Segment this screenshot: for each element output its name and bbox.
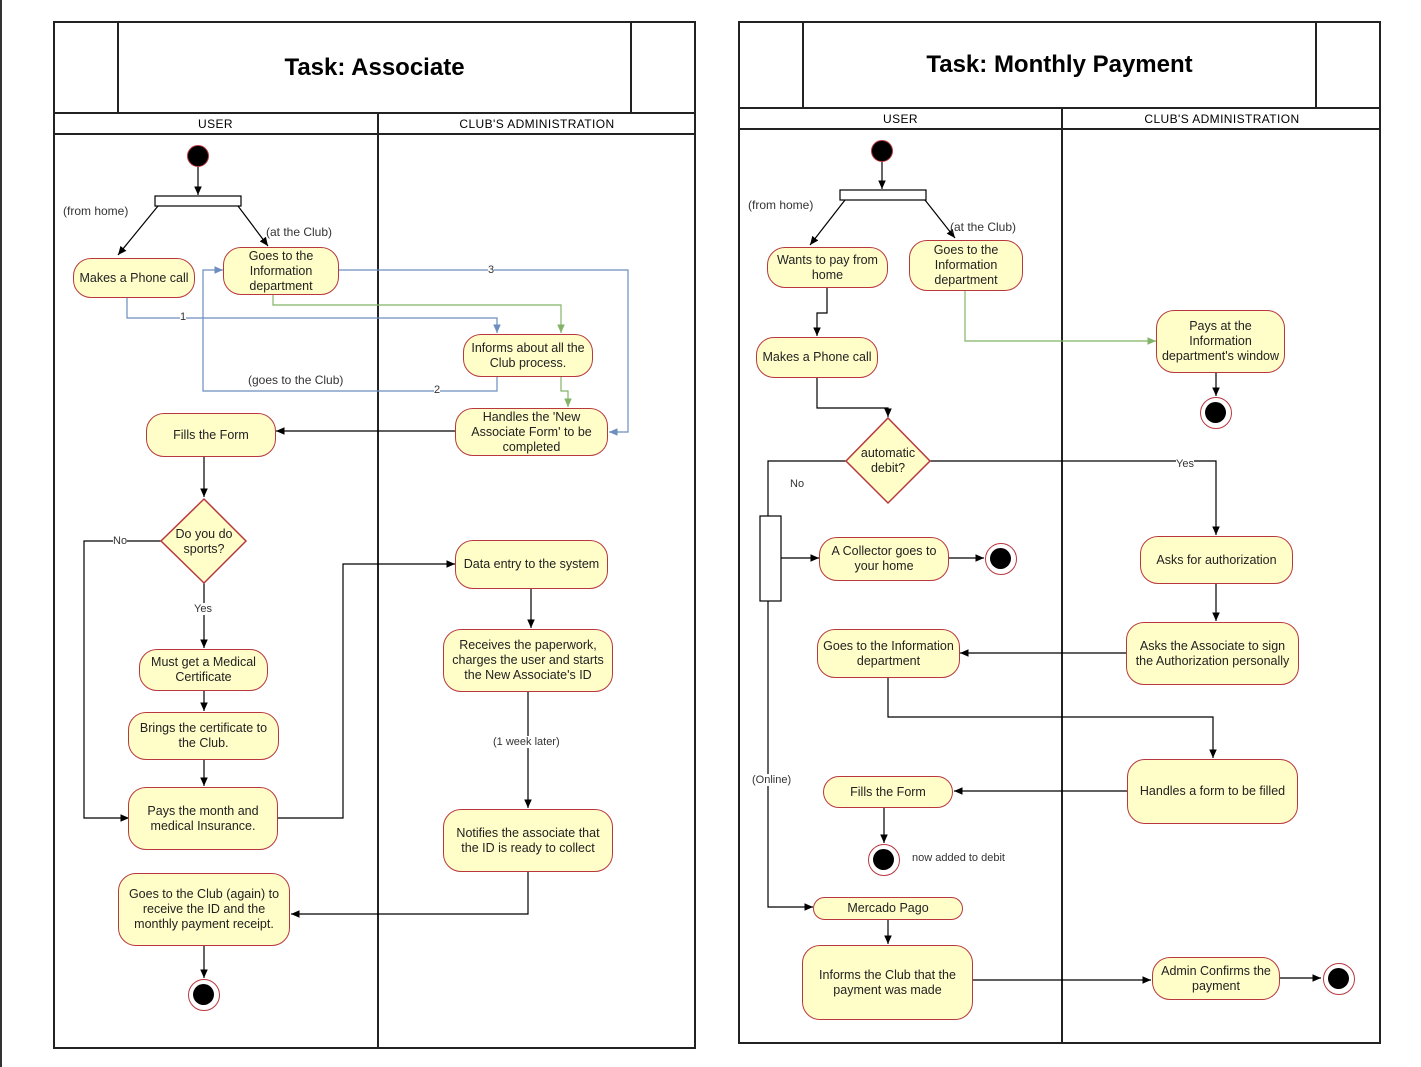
flow-decision-yes	[930, 460, 1220, 535]
flow-notifies-to-goes	[291, 872, 529, 918]
label-no: No	[113, 535, 128, 547]
flow-fork-to-info	[924, 199, 956, 239]
label-step-1: 1	[180, 311, 187, 323]
lane-admin-label: CLUB'S ADMINISTRATION	[1144, 112, 1300, 126]
flow-fork-to-info	[237, 205, 269, 247]
flow-info-to-informs-green	[272, 294, 565, 333]
activity-medical-certificate: Must get a Medical Certificate	[139, 649, 268, 691]
label-yes: Yes	[1176, 458, 1194, 470]
outer-frame	[53, 21, 696, 1049]
activity-pays-window: Pays at the Information department's win…	[1156, 310, 1285, 373]
flow-info-to-handles-3	[338, 269, 629, 436]
decision-diamond	[159, 497, 248, 585]
flow-phone-to-decision	[816, 378, 892, 417]
activity-info-department: Goes to the Information department	[909, 240, 1023, 291]
diagram-title: Task: Monthly Payment	[926, 51, 1193, 78]
activity-receives-paperwork: Receives the paperwork, charges the user…	[443, 629, 613, 692]
branch-bar	[759, 515, 782, 602]
activity-admin-confirms: Admin Confirms the payment	[1152, 957, 1280, 1000]
flow-fork-to-payhome	[809, 199, 846, 246]
page-left-border	[0, 0, 2, 1067]
flow-payhome-to-phone	[813, 288, 828, 336]
flow-info-to-window-green	[964, 290, 1156, 345]
activity-brings-certificate: Brings the certificate to the Club.	[128, 712, 279, 760]
flow-fork-to-phone	[117, 205, 159, 256]
activity-info-department: Goes to the Information department	[223, 247, 339, 295]
activity-goes-club-again: Goes to the Club (again) to receive the …	[118, 873, 290, 946]
flow-decision-no	[767, 460, 846, 911]
activity-notifies-id: Notifies the associate that the ID is re…	[443, 809, 613, 872]
label-yes: Yes	[194, 603, 212, 615]
activity-pays-month: Pays the month and medical Insurance.	[128, 787, 278, 850]
flow-informs-to-handles-green	[560, 376, 572, 407]
label-goes-club: (goes to the Club)	[248, 373, 344, 387]
end-node	[985, 543, 1017, 575]
start-node	[187, 145, 209, 167]
label-at-club: (at the Club)	[266, 225, 333, 239]
activity-informs-payment: Informs the Club that the payment was ma…	[802, 945, 973, 1020]
activity-asks-sign: Asks the Associate to sign the Authoriza…	[1126, 622, 1299, 685]
activity-handles-form: Handles the 'New Associate Form' to be c…	[455, 408, 608, 456]
lane-user-label: USER	[198, 117, 233, 131]
end-node	[868, 844, 900, 876]
end-node	[188, 979, 220, 1011]
decision-label: Do you do sports?	[175, 527, 233, 556]
label-from-home: (from home)	[63, 204, 129, 218]
activity-handles-form: Handles a form to be filled	[1127, 759, 1298, 824]
label-at-club: (at the Club)	[950, 220, 1017, 234]
activity-asks-authorization: Asks for authorization	[1140, 536, 1293, 584]
activity-phone-call: Makes a Phone call	[73, 258, 195, 298]
flow-pays-to-dataentry	[277, 560, 455, 819]
label-no: No	[790, 478, 805, 490]
fork-bar	[839, 189, 927, 201]
activity-fills-form: Fills the Form	[146, 413, 276, 457]
label-online: (Online)	[752, 774, 792, 786]
lane-header-row	[53, 112, 696, 135]
start-node	[871, 140, 893, 162]
flow-phone-to-informs-1	[126, 297, 501, 333]
label-step-2: 2	[434, 384, 441, 396]
activity-informs-process: Informs about all the Club process.	[463, 334, 593, 377]
lane-header-row	[738, 107, 1381, 130]
lane-user-label: USER	[883, 112, 918, 126]
decision-diamond	[844, 416, 932, 505]
activity-data-entry: Data entry to the system	[455, 540, 608, 589]
fork-bar	[154, 195, 242, 207]
decision-label: automatic debit?	[860, 446, 916, 475]
title-box	[802, 21, 1317, 109]
label-week-later: (1 week later)	[493, 736, 560, 748]
diagram-title: Task: Associate	[284, 54, 465, 81]
end-node	[1323, 963, 1355, 995]
label-now-added: now added to debit	[912, 852, 1005, 864]
flow-informs-to-info-2	[202, 266, 498, 392]
activity-phone-call: Makes a Phone call	[756, 337, 878, 378]
flow-goesinfo-to-handles	[887, 677, 1217, 758]
activity-fills-form: Fills the Form	[823, 776, 953, 808]
label-step-3: 3	[488, 264, 495, 276]
lane-admin-label: CLUB'S ADMINISTRATION	[459, 117, 615, 131]
activity-mercado-pago: Mercado Pago	[813, 897, 963, 920]
title-box	[117, 21, 632, 114]
activity-collector: A Collector goes to your home	[819, 537, 949, 581]
label-from-home: (from home)	[748, 198, 814, 212]
activity-goes-info: Goes to the Information department	[817, 629, 960, 678]
activity-pay-from-home: Wants to pay from home	[767, 247, 888, 288]
end-node	[1200, 397, 1232, 429]
outer-frame	[738, 21, 1381, 1044]
